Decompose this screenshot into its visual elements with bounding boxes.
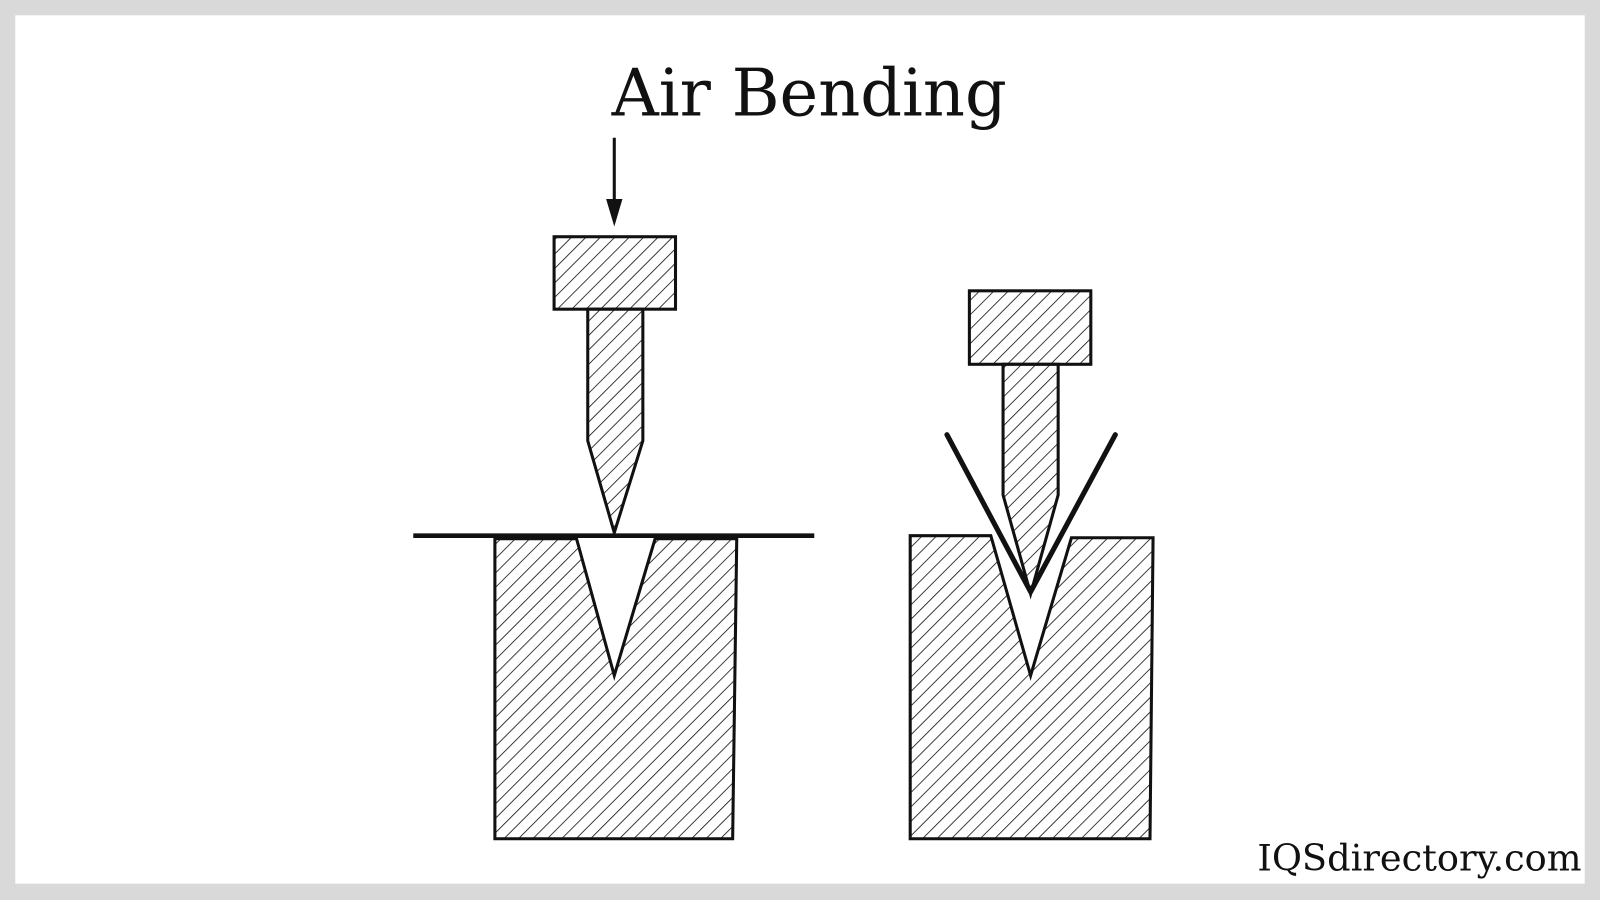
punch-before-bend xyxy=(552,235,678,538)
canvas xyxy=(15,15,1585,884)
sheet-bent xyxy=(944,432,1118,595)
diagram-title: Air Bending xyxy=(611,55,1007,131)
die-after-bend xyxy=(908,534,1155,841)
punch-after-bend xyxy=(967,289,1093,600)
force-arrow-icon xyxy=(606,137,623,227)
watermark-logo: IQSdirectory.com xyxy=(1257,836,1581,879)
die-before-bend xyxy=(493,537,739,841)
